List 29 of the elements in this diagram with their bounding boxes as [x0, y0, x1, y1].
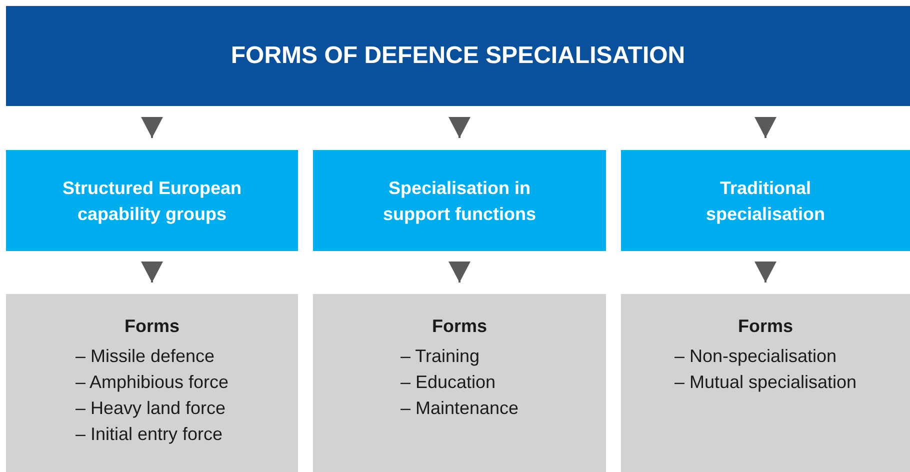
forms-panel [6, 294, 298, 472]
list-item: – Amphibious force [75, 371, 229, 394]
title-banner [6, 6, 910, 106]
down-arrow [141, 117, 163, 138]
down-arrow [448, 117, 470, 138]
down-arrow [754, 262, 776, 282]
list-item: – Education [400, 371, 496, 394]
category-label: Structured European capability groups [61, 176, 243, 226]
list-heading: Forms [432, 316, 487, 337]
list-item: – Training [400, 345, 480, 368]
category-label: Specialisation in support functions [382, 176, 537, 226]
down-arrow [754, 117, 776, 138]
down-arrow [448, 262, 470, 282]
list-heading: Forms [124, 316, 180, 337]
list-item: – Missile defence [75, 345, 215, 368]
category-box [313, 150, 606, 251]
category-box [621, 150, 910, 251]
forms-panel [313, 294, 606, 472]
category-label: Traditional specialisation [704, 176, 826, 226]
list-item: – Maintenance [400, 397, 519, 420]
category-box [6, 150, 298, 251]
list-item: – Mutual specialisation [674, 371, 857, 394]
list-heading: Forms [738, 316, 793, 337]
list-item: – Heavy land force [75, 397, 226, 420]
down-arrow [141, 262, 163, 282]
list-item: – Initial entry force [75, 423, 223, 446]
title-text: FORMS OF DEFENCE SPECIALISATION [230, 43, 686, 69]
forms-panel [621, 294, 910, 472]
list-item: – Non-specialisation [674, 345, 837, 368]
